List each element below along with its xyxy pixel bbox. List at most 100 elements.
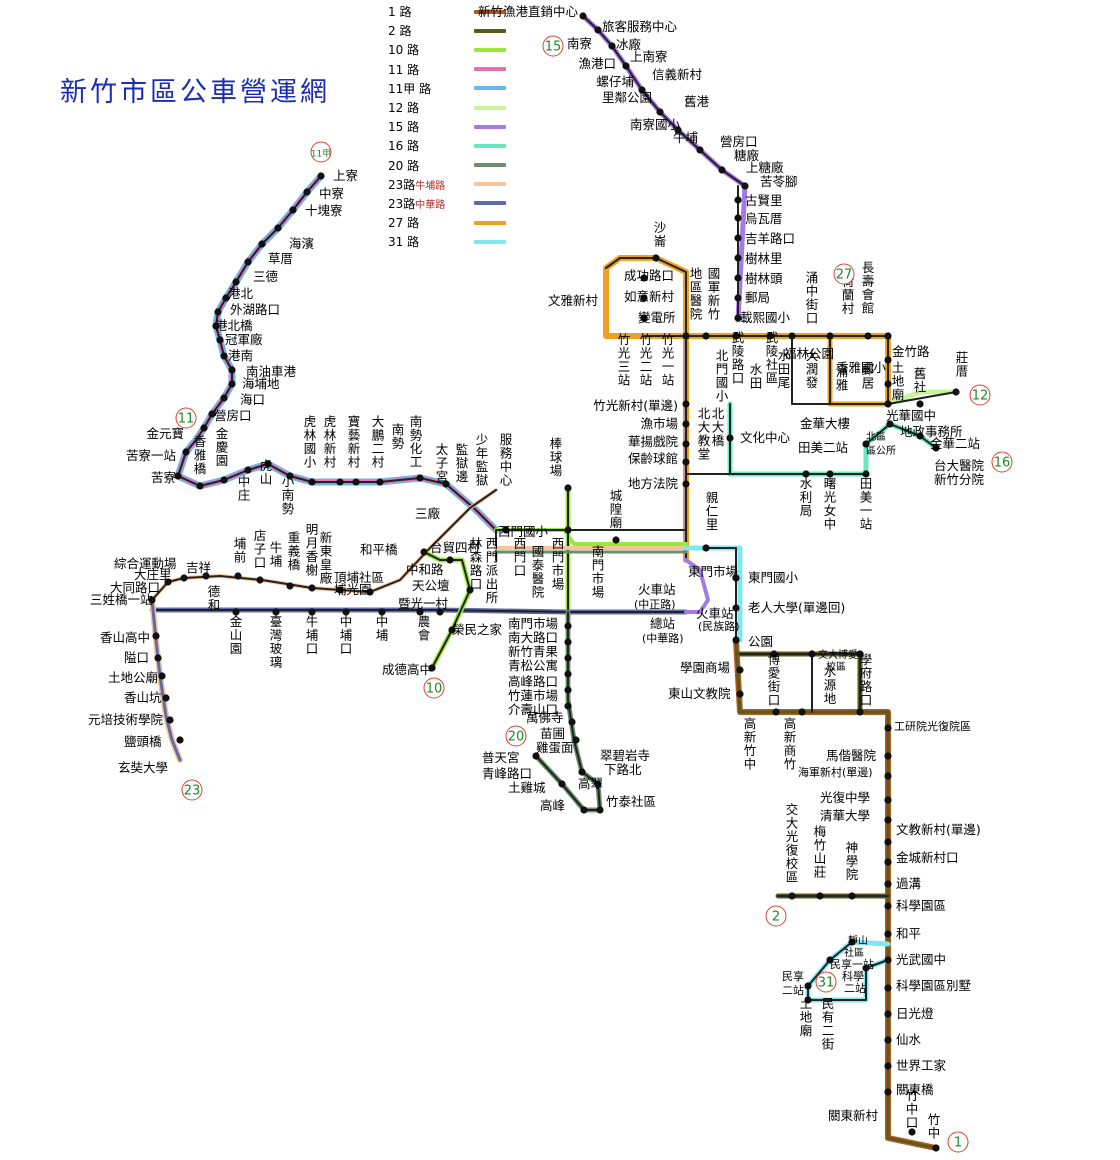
station-label: 國軍新竹: [708, 266, 721, 322]
stop-dot: [804, 996, 812, 1004]
station-label: 埔前: [234, 536, 247, 565]
station-label: 水源地: [824, 664, 837, 706]
stop-dot: [916, 432, 924, 440]
station-label: 科學園區別墅: [896, 978, 971, 993]
stop-dot: [308, 584, 316, 592]
station-label: 田美二站: [798, 440, 848, 455]
station-label: 高翠: [578, 776, 603, 791]
station-label: 南門市場: [592, 544, 605, 600]
station-label: 中和路: [406, 562, 444, 577]
station-label: 金華大樓: [800, 416, 850, 431]
station-label: 新竹分院: [934, 472, 985, 487]
stop-dot: [884, 380, 892, 388]
station-label: 玄奘大學: [118, 760, 168, 775]
route-number-badge: [423, 677, 445, 699]
legend-route-label: 12 路: [388, 101, 420, 116]
stop-dot: [596, 806, 604, 814]
legend-route-label: 23路中華路: [388, 196, 446, 211]
stop-dot: [352, 478, 360, 486]
station-label: 土地廟: [892, 360, 905, 402]
station-label: 東門國小: [748, 570, 799, 585]
station-label: 涌中街口: [806, 270, 819, 326]
station-label: 太子宮: [436, 442, 449, 484]
station-label: 西門派出所: [486, 536, 499, 605]
stop-dot: [826, 956, 834, 964]
stop-dot: [702, 332, 710, 340]
route-number-badge-text: 31: [818, 976, 835, 991]
station-label: 曙光女中: [824, 476, 837, 532]
stop-dot: [448, 626, 456, 634]
stop-dot: [862, 470, 870, 478]
station-label: 金慶園: [216, 426, 229, 468]
station-label: 仙水: [896, 1032, 922, 1047]
station-label: 西門國小: [498, 524, 549, 539]
station-label: 竹光三站: [618, 332, 631, 388]
station-label: 華揚戲院: [628, 434, 679, 449]
stop-dot: [682, 400, 690, 408]
station-label: 文教新村(單邊): [896, 822, 981, 837]
stop-dot: [884, 772, 892, 780]
stop-dot: [884, 724, 892, 732]
stop-dot: [180, 574, 188, 582]
legend-route-label: 20 路: [388, 158, 420, 173]
station-label: 南寮國小: [630, 117, 681, 132]
station-label: 上寮: [333, 168, 359, 183]
stop-dot: [884, 816, 892, 824]
stop-dot: [308, 608, 316, 616]
stop-dot: [788, 892, 796, 900]
stop-dot: [564, 702, 572, 710]
stop-dot: [952, 388, 960, 396]
route-number-badge-text: 10: [426, 682, 443, 697]
legend-row: 11 路: [388, 60, 518, 79]
station-label: 神學院: [846, 840, 859, 882]
stop-dot: [228, 380, 236, 388]
station-label: 新東皇廠: [320, 530, 333, 586]
stop-dot: [884, 984, 892, 992]
station-label: 民有二街: [822, 996, 835, 1052]
station-label: 成功路口: [624, 268, 674, 283]
stop-dot: [736, 690, 744, 698]
station-label: 火車站: [638, 582, 676, 597]
stop-dot: [176, 736, 184, 744]
station-label: 竹泰社區: [606, 794, 656, 809]
station-label: 區公所: [866, 445, 896, 457]
station-label: 靜山: [848, 934, 868, 947]
stop-dot: [608, 42, 616, 50]
station-label: 地政事務所: [900, 424, 963, 439]
route-number-badge: [175, 407, 197, 429]
station-label: 水田: [750, 362, 763, 391]
legend-color-swatch: [474, 28, 506, 33]
stop-dot: [289, 206, 297, 214]
station-label: 樹林里: [745, 251, 783, 266]
station-label: 頂埔社區: [334, 570, 384, 585]
station-label: 港北: [228, 286, 254, 301]
station-label: 和平: [896, 926, 921, 941]
legend-route-label: 2 路: [388, 24, 412, 39]
station-label: 馬偕醫院: [826, 748, 877, 763]
station-label: 元培技術學院: [88, 712, 164, 727]
stop-dot: [532, 752, 540, 760]
station-label: 草厝: [268, 251, 293, 266]
stop-dot: [732, 604, 740, 612]
station-label: 上糖廠: [746, 160, 784, 175]
station-label: 金華二站: [930, 436, 980, 451]
station-label: 郵居: [862, 362, 875, 391]
station-label: 青松公寓: [508, 658, 558, 673]
station-label: 金竹路: [892, 344, 930, 359]
stop-dot: [884, 838, 892, 846]
station-label: 竹光二站: [640, 332, 653, 388]
route-number-badge: [991, 451, 1013, 473]
station-label: 中寮: [319, 186, 345, 201]
legend-color-swatch: [474, 182, 506, 187]
legend-route-note: 牛埔路: [415, 180, 446, 192]
route-number-badge-text: 11甲: [311, 149, 331, 160]
legend-row: 12 路: [388, 98, 518, 117]
stop-dot: [652, 254, 660, 262]
stop-dot: [564, 670, 572, 678]
stop-dot: [640, 314, 648, 322]
legend-color-swatch: [474, 9, 506, 14]
stop-dot: [220, 394, 228, 402]
route-line: [887, 391, 957, 405]
station-label: 信義新村: [652, 67, 703, 82]
